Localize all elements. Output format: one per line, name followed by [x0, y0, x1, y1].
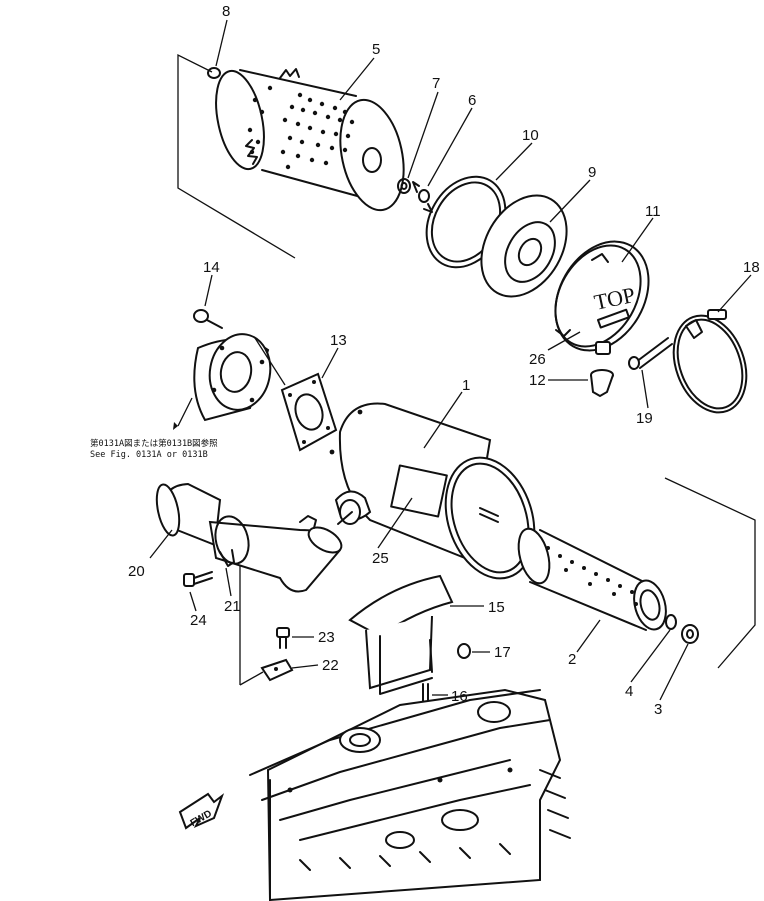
callout-5: 5 [372, 41, 380, 58]
part-6-wing-nut [412, 181, 433, 213]
part-15-bracket [348, 574, 454, 695]
callout-1: 1 [462, 377, 470, 394]
part-inlet-hood [173, 333, 272, 430]
callout-20: 20 [128, 563, 145, 580]
part-20-elbow [155, 482, 353, 593]
callout-18: 18 [743, 259, 760, 276]
callout-9: 9 [588, 164, 596, 181]
callout-25: 25 [372, 550, 389, 567]
ref-note-en: See Fig. 0131A or 0131B [90, 450, 208, 460]
callout-14: 14 [203, 259, 220, 276]
part-11-cover: TOP [554, 240, 650, 355]
part-8-ring [207, 67, 221, 79]
part-5-element [215, 68, 405, 212]
part-12-valve [590, 369, 614, 398]
callout-6: 6 [468, 92, 476, 109]
callout-26: 26 [529, 351, 546, 368]
callout-13: 13 [330, 332, 347, 349]
callout-3: 3 [654, 701, 662, 718]
part-19-bolt [628, 337, 673, 370]
part-7-washer [397, 178, 411, 194]
engine-manifold [249, 688, 571, 901]
part-2-safety-element [517, 527, 667, 631]
part-17-nut [457, 643, 471, 659]
part-3-nut [681, 624, 699, 644]
callout-17: 17 [494, 644, 511, 661]
callout-10: 10 [522, 127, 539, 144]
part-18-band [672, 309, 748, 414]
callout-16: 16 [451, 688, 468, 705]
callout-15: 15 [488, 599, 505, 616]
callout-labels: 8 5 7 6 10 9 11 18 14 13 1 26 12 19 20 2… [128, 3, 760, 718]
callout-7: 7 [432, 75, 440, 92]
callout-22: 22 [322, 657, 339, 674]
callout-12: 12 [529, 372, 546, 389]
part-14-bolt [193, 309, 223, 329]
group-boundary-top [177, 53, 756, 686]
part-22-bracket [260, 658, 294, 682]
part-9-inner-cover [480, 194, 568, 298]
callout-11: 11 [645, 203, 661, 220]
callout-4: 4 [625, 683, 633, 700]
fwd-arrow: FWD [178, 792, 225, 830]
leader-lines [149, 19, 752, 701]
callout-24: 24 [190, 612, 207, 629]
callout-23: 23 [318, 629, 335, 646]
callout-2: 2 [568, 651, 576, 668]
callout-8: 8 [222, 3, 230, 20]
part-24-bolt [183, 571, 213, 587]
callout-21: 21 [224, 598, 241, 615]
part-13-gasket [254, 337, 338, 452]
part-4-washer [665, 614, 677, 630]
part-21-clamp [219, 549, 235, 567]
callout-19: 19 [636, 410, 653, 427]
ref-note-jp: 第0131A図または第0131B図参照 [90, 438, 218, 449]
part-23-bolt [276, 627, 290, 649]
reference-note: 第0131A図または第0131B図参照 See Fig. 0131A or 01… [90, 438, 218, 460]
part-1-air-cleaner-body [329, 402, 536, 580]
